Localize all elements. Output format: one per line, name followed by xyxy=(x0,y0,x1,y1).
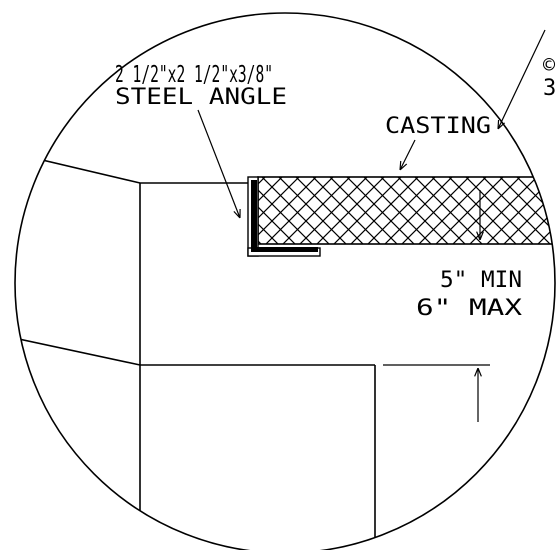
casting-block xyxy=(257,176,555,245)
section-cut-leader xyxy=(498,29,546,129)
detail-contents xyxy=(15,149,555,550)
left-upper-outline xyxy=(15,149,248,184)
section-cut-number: 3 xyxy=(543,76,556,101)
left-lower-outline xyxy=(15,334,375,366)
section-cut-symbol: © xyxy=(543,53,556,77)
angle-label-line2: STEEL ANGLE xyxy=(115,85,287,110)
dimension-min-label: 5" MIN xyxy=(440,268,522,293)
dimension-max-label: 6" MAX xyxy=(416,296,523,321)
angle-leader xyxy=(197,109,240,218)
casting-label: CASTING xyxy=(385,114,491,139)
angle-label-line1: 2 1/2"x2 1/2"x3/8" xyxy=(115,62,273,88)
detail-circle xyxy=(14,12,556,550)
casting-leader xyxy=(400,139,416,170)
